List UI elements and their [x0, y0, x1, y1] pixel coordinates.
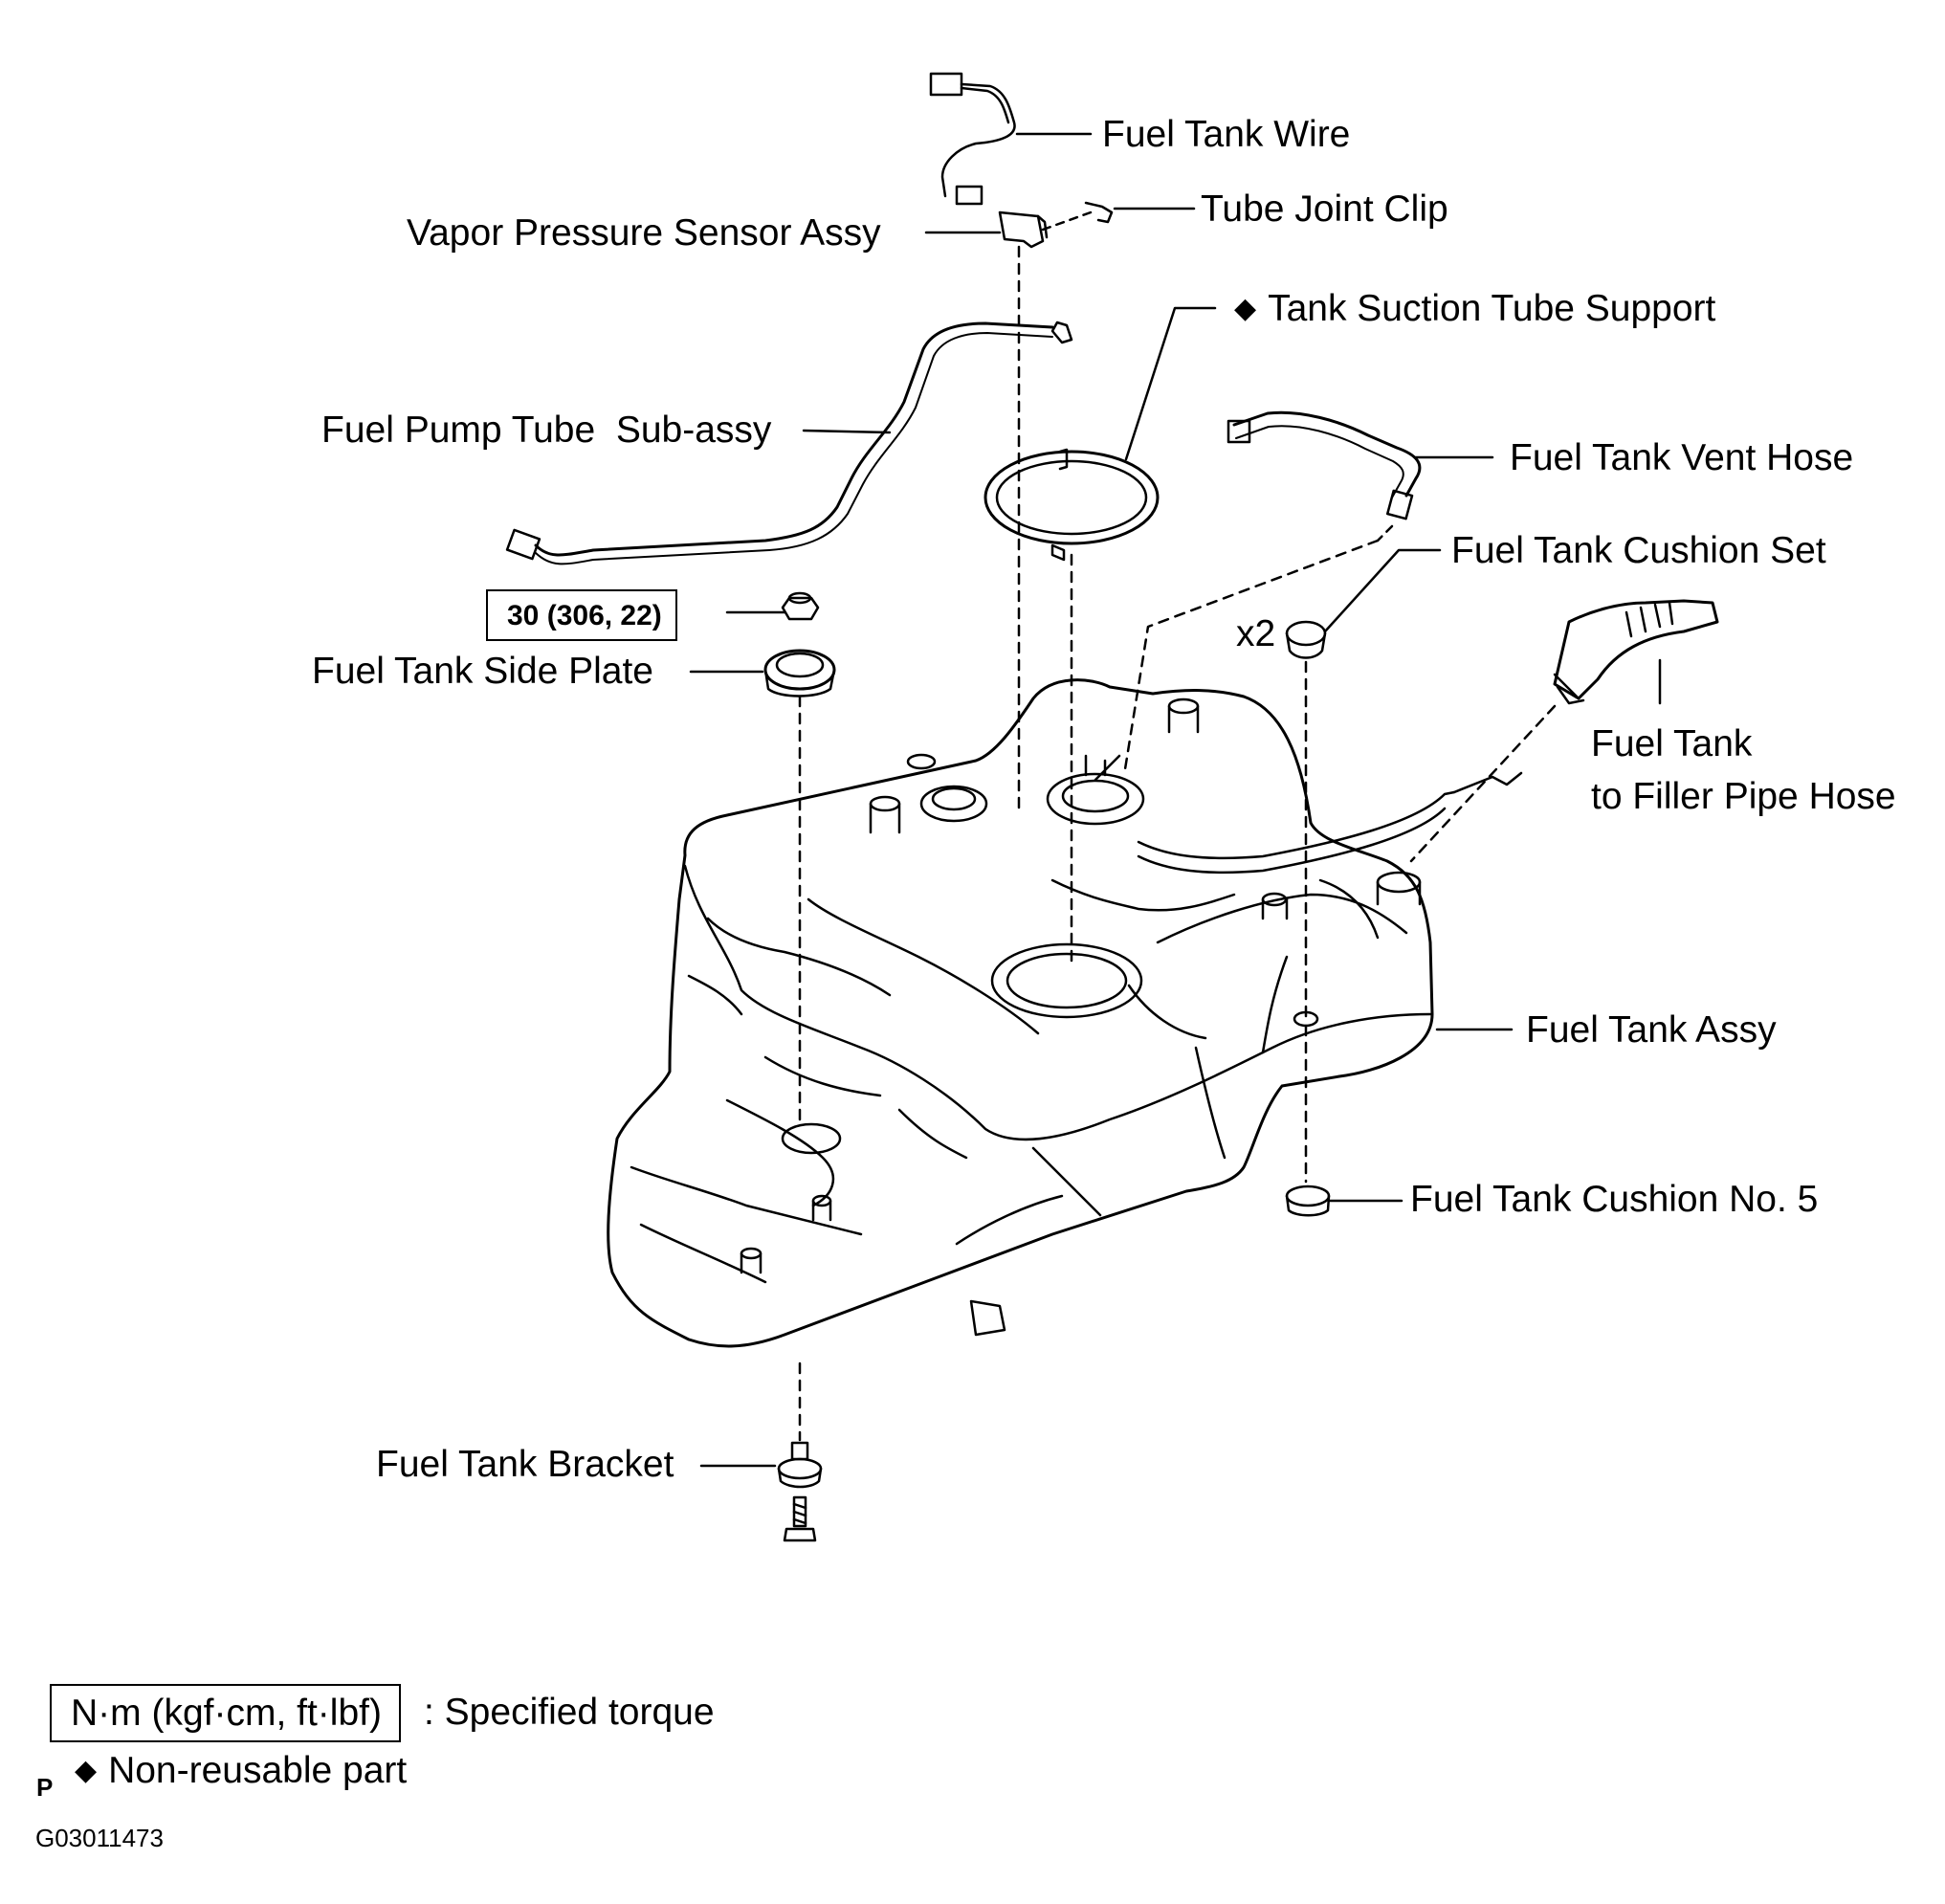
fuel-tank-assy-drawing — [607, 678, 1523, 1348]
label-tank-suction-tube-support-text: Tank Suction Tube Support — [1268, 288, 1716, 329]
label-fuel-tank-assy: Fuel Tank Assy — [1526, 1009, 1777, 1051]
torque-spec-box: 30 (306, 22) — [486, 589, 677, 641]
label-fuel-tank-vent-hose: Fuel Tank Vent Hose — [1510, 437, 1854, 478]
fuel-tank-vent-hose-drawing — [1122, 410, 1422, 777]
label-filler-pipe-hose-line1: Fuel Tank — [1591, 723, 1753, 764]
p-mark: P — [36, 1773, 54, 1802]
label-fuel-tank-bracket: Fuel Tank Bracket — [376, 1444, 674, 1485]
fuel-pump-tube-drawing — [505, 321, 1073, 565]
vapor-pressure-sensor-drawing — [998, 210, 1049, 815]
label-fuel-tank-cushion-no5: Fuel Tank Cushion No. 5 — [1410, 1179, 1819, 1220]
figure-code: G03011473 — [35, 1824, 164, 1852]
fuel-tank-wire-drawing — [929, 72, 1016, 206]
tank-suction-tube-support-drawing — [984, 448, 1160, 968]
label-tank-suction-tube-support: ◆ Tank Suction Tube Support — [1234, 290, 1715, 327]
label-tube-joint-clip: Tube Joint Clip — [1201, 188, 1448, 230]
leader-lines — [689, 132, 1662, 1468]
label-quantity-x2: x2 — [1236, 613, 1276, 654]
legend-non-reusable: ◆ Non-reusable part — [75, 1752, 407, 1789]
legend-non-reusable-text: Non-reusable part — [108, 1750, 408, 1791]
filler-pipe-hose-drawing — [1409, 599, 1719, 863]
side-plate-hardware-drawing — [763, 591, 842, 1155]
label-fuel-tank-side-plate: Fuel Tank Side Plate — [312, 651, 653, 692]
non-reusable-diamond-icon: ◆ — [1234, 293, 1257, 324]
label-fuel-tank-wire: Fuel Tank Wire — [1102, 114, 1351, 155]
label-fuel-tank-cushion-set: Fuel Tank Cushion Set — [1451, 530, 1826, 571]
fuel-tank-bracket-drawing — [777, 1362, 823, 1542]
label-filler-pipe-hose-line2: to Filler Pipe Hose — [1591, 776, 1896, 817]
fuel-tank-cushion-drawing — [1285, 620, 1331, 1217]
label-fuel-pump-tube: Fuel Pump Tube Sub-assy — [321, 410, 772, 451]
legend-torque-description: : Specified torque — [424, 1692, 715, 1733]
tube-joint-clip-drawing — [1041, 201, 1114, 232]
legend-torque-units-box: N·m (kgf·cm, ft·lbf) — [50, 1684, 401, 1742]
non-reusable-legend-diamond-icon: ◆ — [75, 1755, 98, 1786]
label-vapor-pressure-sensor: Vapor Pressure Sensor Assy — [407, 212, 881, 254]
